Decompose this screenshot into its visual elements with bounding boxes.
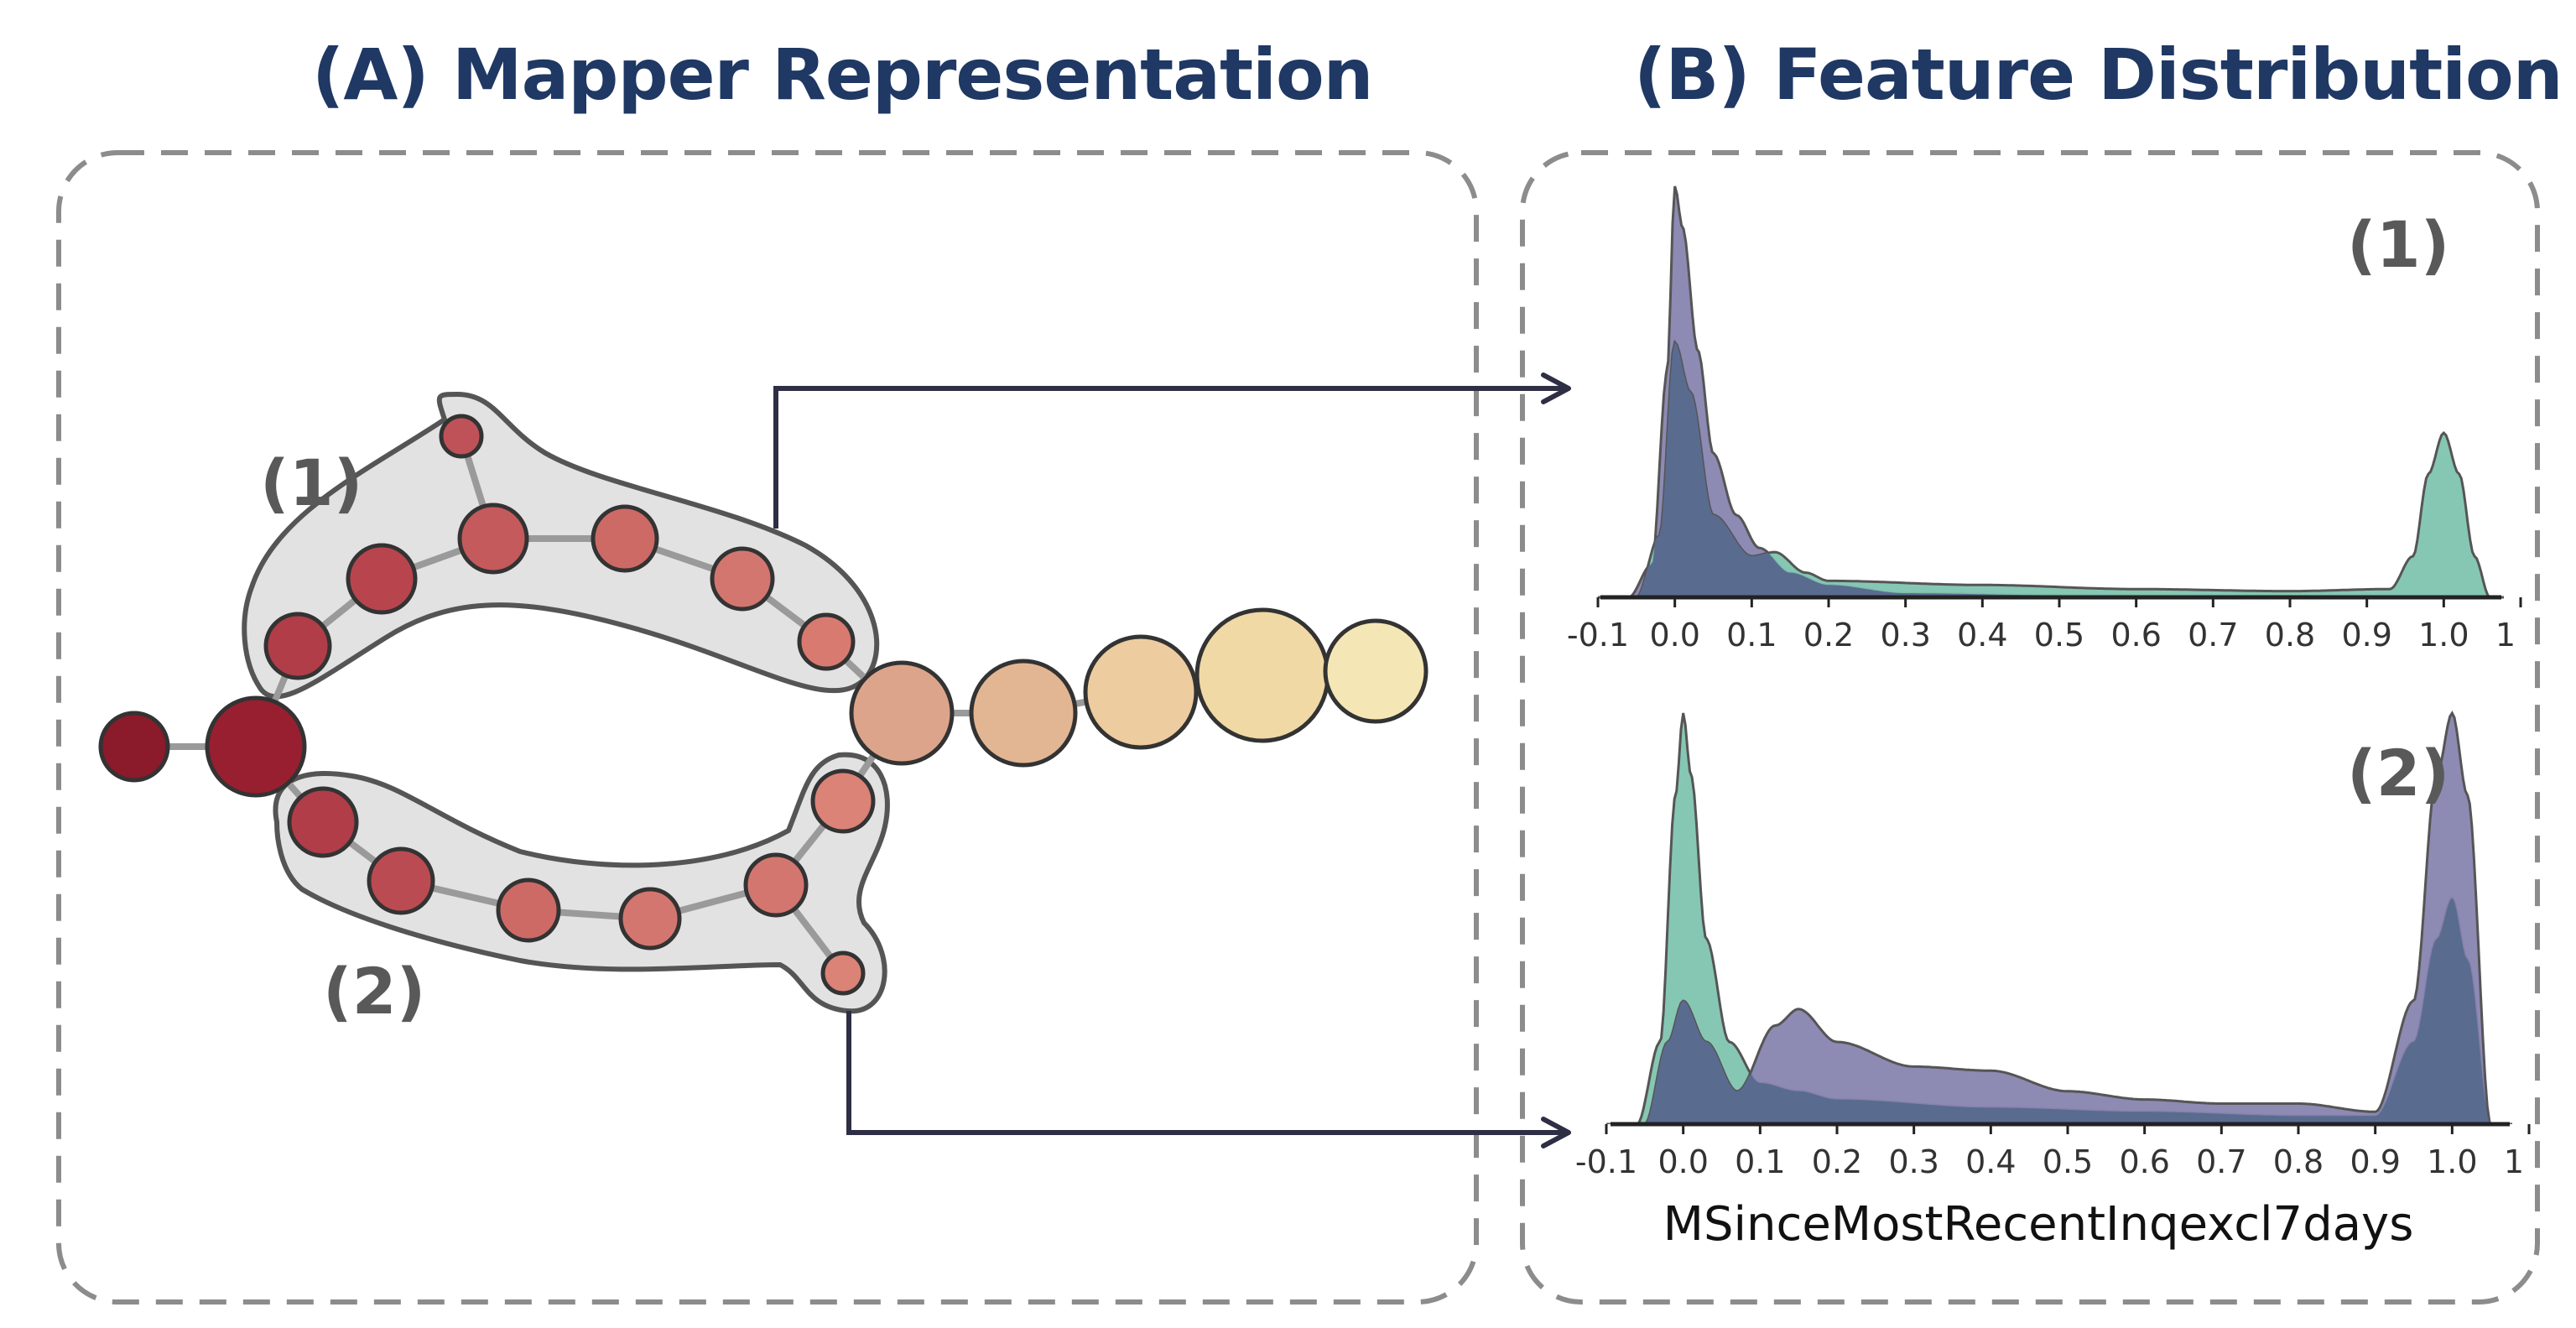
x-axis-ticks: -0.1 0.0 0.1 0.2 0.3 0.4 0.5 0.6 0.7 0.8 0.9 1.0 1 — [1567, 597, 2522, 654]
node[interactable] — [710, 546, 775, 612]
x-tick-label: -0.1 — [1567, 617, 1629, 654]
node[interactable] — [810, 768, 876, 834]
node[interactable] — [367, 846, 435, 915]
node[interactable] — [820, 950, 866, 996]
node[interactable] — [797, 612, 856, 671]
node[interactable] — [591, 504, 659, 573]
panel-b-frame — [1520, 150, 2540, 1305]
x-tick-label: 0.0 — [1657, 1143, 1708, 1180]
density-chart-1: -0.1 0.0 0.1 0.2 0.3 0.4 0.5 0.6 0.7 0.8 0.9 1.0 1 (… — [1567, 185, 2522, 654]
connector-arrow-2 — [846, 1011, 1571, 1148]
node[interactable] — [98, 711, 170, 783]
node[interactable] — [1323, 618, 1429, 724]
x-tick-label: 0.4 — [1957, 617, 2007, 654]
x-axis-ticks: -0.1 0.0 0.1 0.2 0.3 0.4 0.5 0.6 0.7 0.8 0.9 1.0 1 — [1575, 1124, 2531, 1180]
node[interactable] — [618, 887, 682, 950]
node[interactable] — [1194, 607, 1330, 743]
x-tick-label: 0.1 — [1735, 1143, 1785, 1180]
x-tick-label: 1 — [2504, 1143, 2524, 1180]
group-label-1: (1) — [260, 445, 362, 520]
node[interactable] — [346, 543, 418, 615]
node[interactable] — [743, 852, 809, 918]
x-tick-label: 0.3 — [1880, 617, 1930, 654]
x-tick-label: 0.7 — [2188, 617, 2238, 654]
x-tick-label: 0.5 — [2034, 617, 2084, 654]
node[interactable] — [287, 786, 359, 858]
x-tick-label: 0.3 — [1888, 1143, 1939, 1180]
x-tick-label: -0.1 — [1575, 1143, 1637, 1180]
x-tick-label: 0.8 — [2265, 617, 2315, 654]
x-tick-label: 0.6 — [2119, 1143, 2169, 1180]
x-tick-label: 0.4 — [1965, 1143, 2016, 1180]
x-tick-label: 0.0 — [1649, 617, 1699, 654]
x-tick-label: 1.0 — [2427, 1143, 2477, 1180]
x-tick-label: 0.9 — [2341, 617, 2391, 654]
connector-arrow-1 — [773, 372, 1571, 529]
node[interactable] — [439, 414, 484, 459]
x-tick-label: 0.6 — [2110, 617, 2161, 654]
density-chart-2-areas — [1606, 710, 2512, 1124]
node[interactable] — [457, 503, 529, 575]
graph-nodes — [98, 414, 1429, 996]
density-overlap — [1606, 898, 2512, 1124]
hull-group-2[interactable] — [273, 752, 890, 1014]
node[interactable] — [969, 659, 1078, 768]
x-tick-label: 0.5 — [2043, 1143, 2093, 1180]
hull-group-1[interactable] — [242, 391, 880, 700]
title-feature-distribution: (B) Feature Distribution — [1634, 34, 2563, 116]
x-tick-label: 0.2 — [1812, 1143, 1862, 1180]
title-mapper-representation: (A) Mapper Representation — [312, 34, 1373, 116]
density-overlap — [1598, 342, 2504, 597]
x-tick-label: 1.0 — [2418, 617, 2469, 654]
density-chart-2: -0.1 0.0 0.1 0.2 0.3 0.4 0.5 0.6 0.7 0.8 0.9 1.0 1 (… — [1575, 710, 2531, 1252]
x-tick-label: 0.7 — [2196, 1143, 2246, 1180]
x-tick-label: 0.2 — [1803, 617, 1854, 654]
x-axis-title: MSinceMostRecentInqexcl7days — [1663, 1197, 2414, 1252]
chart-panel-label-2: (2) — [2347, 736, 2449, 810]
x-tick-label: 0.1 — [1726, 617, 1777, 654]
node[interactable] — [849, 660, 955, 766]
group-label-2: (2) — [323, 954, 425, 1029]
x-tick-label: 0.8 — [2273, 1143, 2324, 1180]
node[interactable] — [1083, 634, 1199, 750]
node[interactable] — [496, 878, 561, 943]
x-tick-label: 1 — [2495, 617, 2516, 654]
node[interactable] — [263, 612, 332, 680]
panel-a-frame — [56, 150, 1479, 1305]
chart-panel-label-1: (1) — [2347, 207, 2449, 282]
x-tick-label: 0.9 — [2350, 1143, 2400, 1180]
node[interactable] — [205, 695, 307, 798]
